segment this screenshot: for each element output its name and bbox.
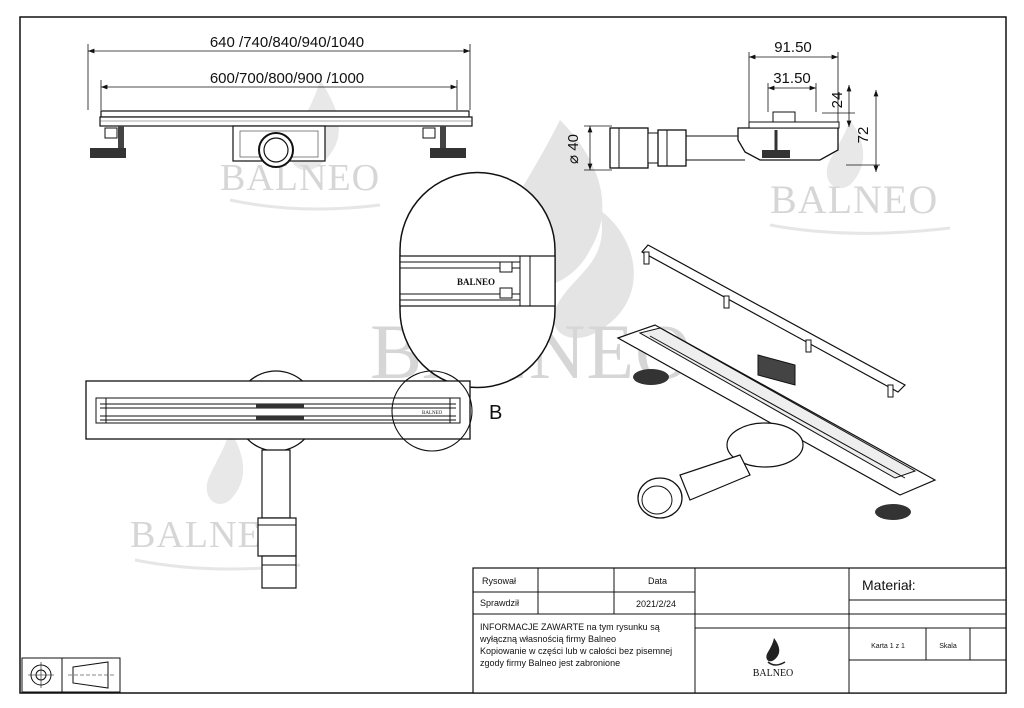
notice-line-1: INFORMACJE ZAWARTE na tym rysunku są: [480, 622, 660, 632]
watermark-text-1: BALNEO: [220, 157, 380, 199]
total-height-label: 72: [855, 127, 872, 144]
scale-label: Skala: [939, 643, 957, 650]
notice-line-3: Kopiowanie w części lub w całości bez pi…: [480, 646, 672, 656]
date-value: 2021/2/24: [636, 599, 676, 609]
drawn-by-label: Rysował: [482, 576, 516, 586]
detail-logo-text: BALNEO: [457, 277, 495, 287]
watermark-text-2: BALNEO: [770, 177, 938, 222]
watermark-drop-bottom: [206, 430, 244, 504]
plan-logo-text: BALNEO: [422, 411, 443, 416]
width-total-label: 91.50: [774, 39, 812, 56]
side-view: 640 /740/840/940/1040 600/700/800/900 /1…: [87, 34, 473, 168]
outlet-diameter-label: ⌀ 40: [565, 134, 582, 164]
notice-line-2: wyłączną własnością firmy Balneo: [479, 634, 616, 644]
overall-length-label: 640 /740/840/940/1040: [210, 34, 364, 51]
width-inner-label: 31.50: [773, 70, 811, 87]
material-label: Materiał:: [862, 577, 916, 593]
checked-by-label: Sprawdził: [480, 598, 519, 608]
plan-view: BALNEO B: [85, 370, 502, 589]
logo-text: BALNEO: [753, 668, 794, 679]
section-view: 91.50 31.50 24 72 ⌀ 40: [565, 39, 880, 172]
projection-symbol: [21, 657, 121, 693]
title-block: Rysował Sprawdził Data 2021/2/24 INFORMA…: [472, 567, 1007, 694]
sheet-label: Karta 1 z 1: [871, 643, 905, 650]
detail-b-view: BALNEO: [399, 171, 556, 389]
notice-line-4: zgody firmy Balneo jest zabronione: [480, 658, 620, 668]
balneo-logo: BALNEO: [753, 638, 794, 679]
grate-height-label: 24: [829, 92, 846, 109]
detail-b-label: B: [489, 402, 502, 424]
watermark-drop-right: [826, 120, 864, 189]
channel-length-label: 600/700/800/900 /1000: [210, 70, 364, 87]
isometric-view: [616, 244, 937, 520]
date-label: Data: [648, 576, 667, 586]
